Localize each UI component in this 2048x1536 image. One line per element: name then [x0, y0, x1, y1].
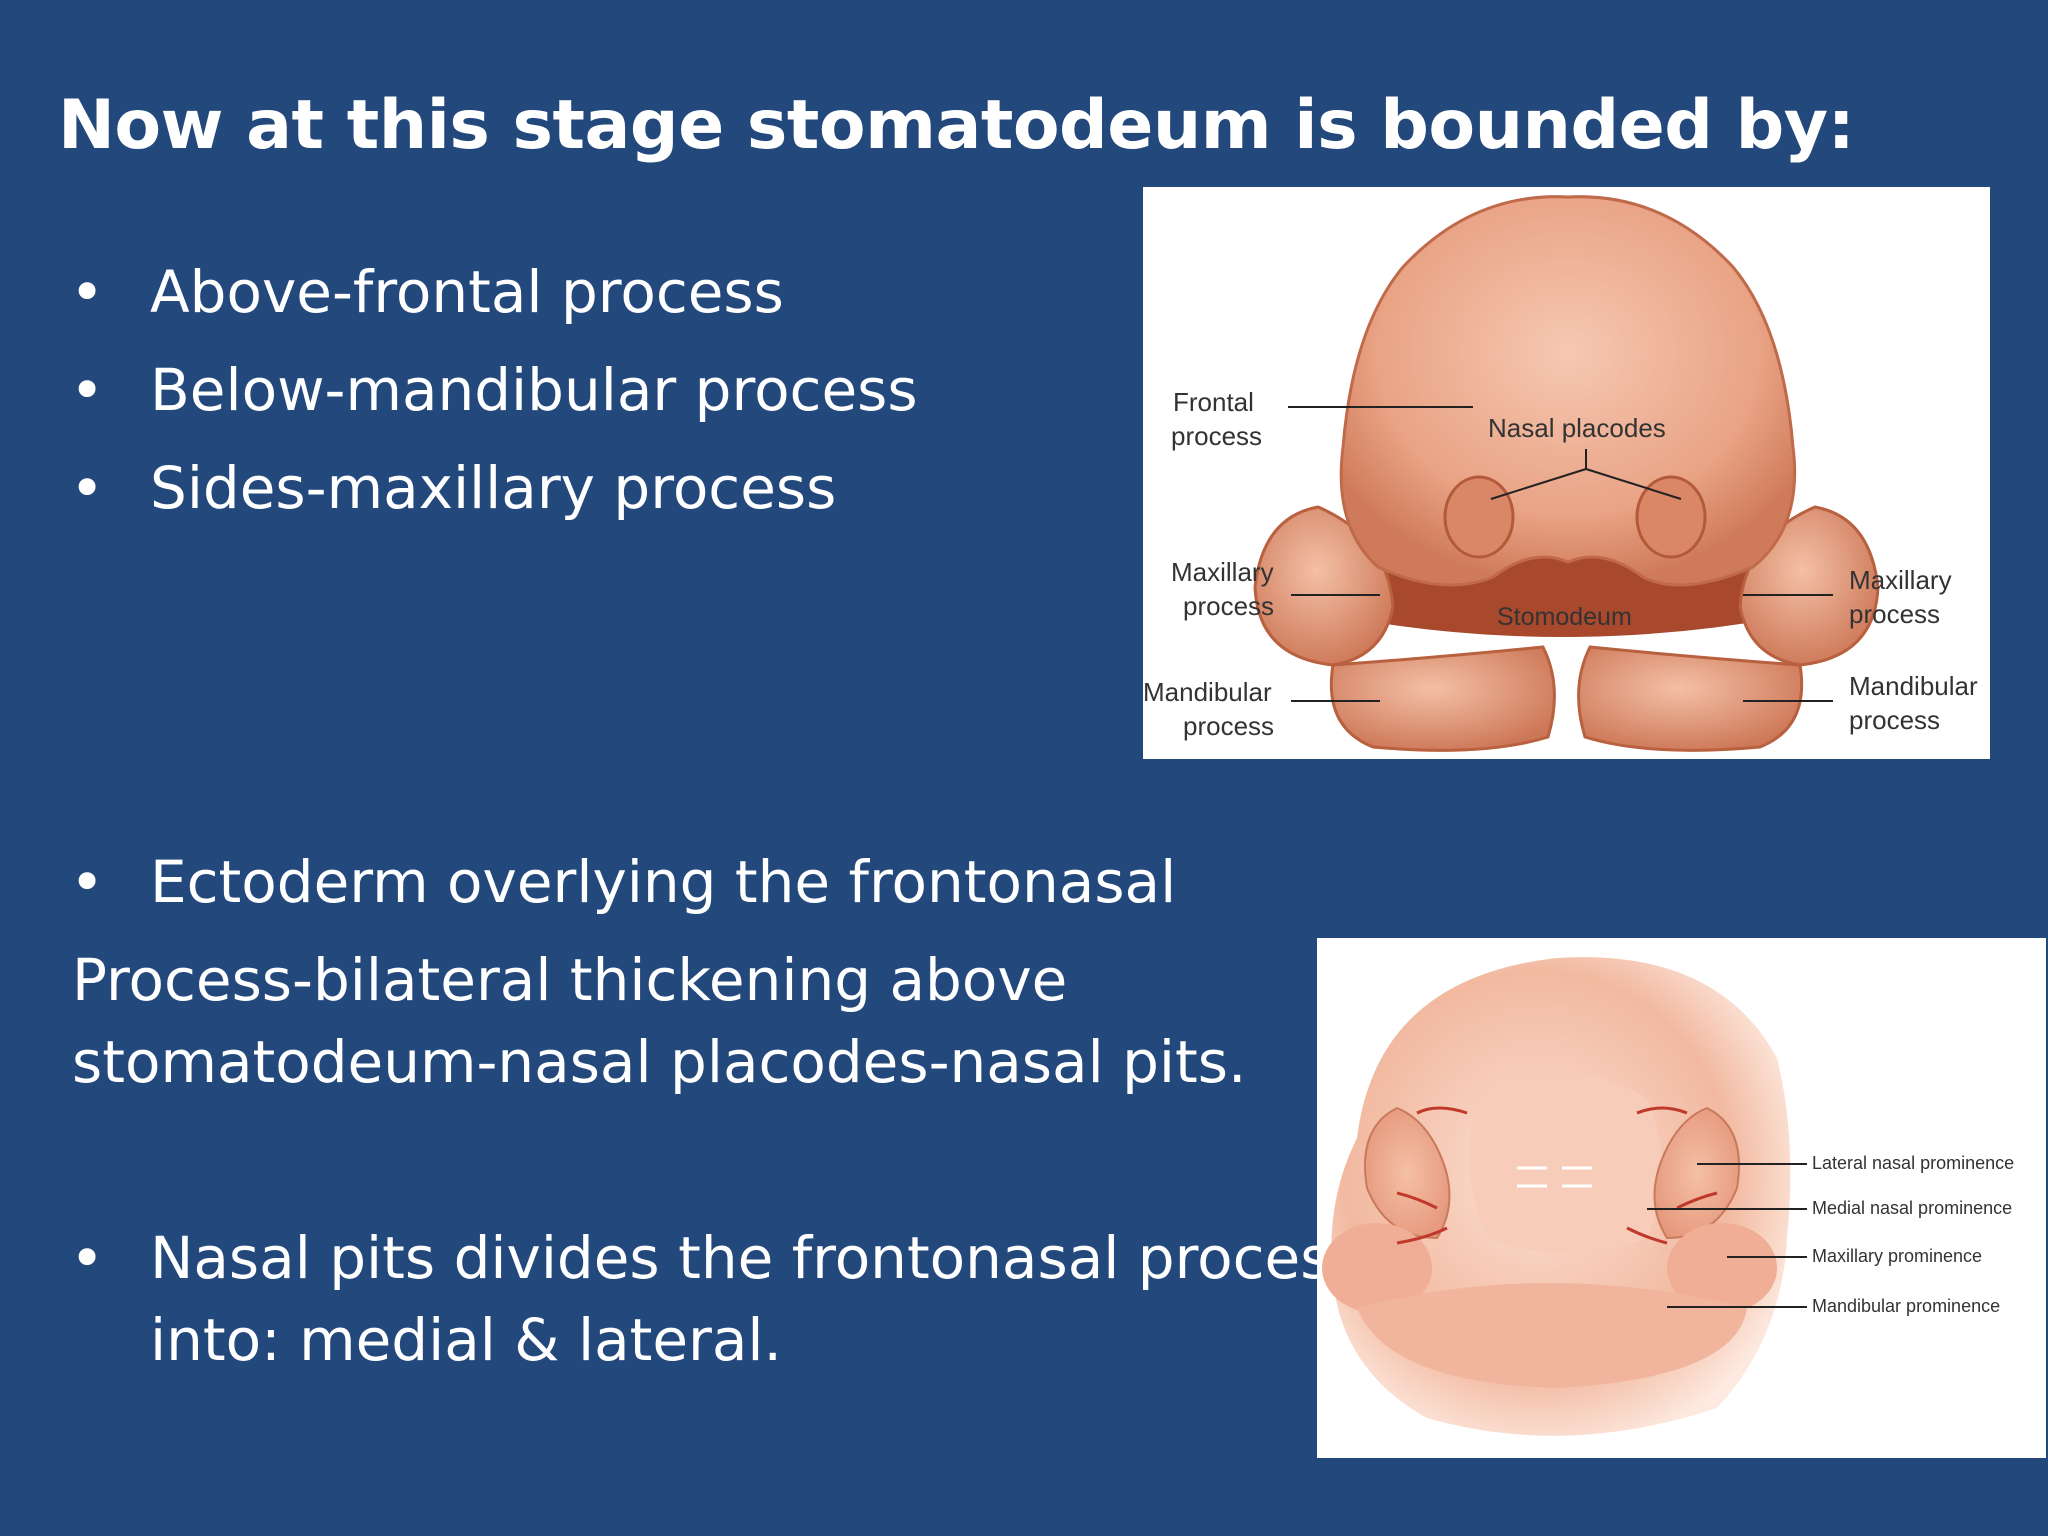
nasal-prominence-svg: Lateral nasal prominence Medial nasal pr…: [1322, 957, 2014, 1436]
label-maxillary-left-process: process: [1183, 591, 1274, 621]
bullet-item: • Above-frontal process: [70, 258, 784, 326]
bullet-item-continued: into: medial & lateral.: [70, 1306, 782, 1374]
slide-title: Now at this stage stomatodeum is bounded…: [58, 86, 1855, 165]
label-medial-nasal: Medial nasal prominence: [1812, 1198, 2012, 1218]
label-mandibular-right-process: process: [1849, 705, 1940, 735]
mandibular-process-left: [1329, 645, 1556, 752]
label-maxillary-right: Maxillary: [1849, 565, 1952, 595]
label-mandibular-right: Mandibular: [1849, 671, 1978, 701]
nasal-placode-left: [1443, 475, 1515, 559]
leader-lines-2: [1647, 1163, 1807, 1308]
frontal-process-shape: [1339, 195, 1797, 587]
stomodeum-diagram: Frontal process Nasal placodes Maxillary…: [1143, 187, 1990, 759]
bullet-text: Above-frontal process: [150, 258, 784, 326]
bullet-dot: •: [70, 356, 105, 424]
label-stomodeum: Stomodeum: [1497, 603, 1632, 631]
bullet-text: Nasal pits divides the frontonasal proce…: [150, 1224, 1361, 1292]
label-mandibular-prominence: Mandibular prominence: [1812, 1296, 2000, 1316]
label-frontal-process: process: [1171, 421, 1262, 451]
paragraph-line: stomatodeum-nasal placodes-nasal pits.: [72, 1028, 1247, 1096]
bullet-dot: •: [70, 454, 105, 522]
maxillary-prominence-right: [1667, 1223, 1777, 1313]
label-frontal: Frontal: [1173, 387, 1254, 417]
label-maxillary-right-process: process: [1849, 599, 1940, 629]
growth-arrows: [1396, 1106, 1718, 1245]
label-mandibular-left: Mandibular: [1143, 677, 1272, 707]
bullet-item: • Nasal pits divides the frontonasal proc…: [70, 1224, 1361, 1292]
bullet-text: Ectoderm overlying the frontonasal: [150, 848, 1177, 916]
mandibular-prominence: [1357, 1283, 1747, 1388]
bullet-dot: •: [70, 848, 105, 916]
maxillary-prominence-left: [1322, 1223, 1432, 1313]
label-lateral-nasal: Lateral nasal prominence: [1812, 1153, 2014, 1173]
label-mandibular-left-process: process: [1183, 711, 1274, 741]
mandibular-process-right: [1577, 645, 1804, 752]
label-maxillary-left: Maxillary: [1171, 557, 1274, 587]
bullet-item: • Below-mandibular process: [70, 356, 918, 424]
label-maxillary-prominence: Maxillary prominence: [1812, 1246, 1982, 1266]
stomodeum-diagram-svg: Frontal process Nasal placodes Maxillary…: [1143, 195, 1978, 752]
bullet-text: into: medial & lateral.: [150, 1306, 782, 1374]
bullet-dot: •: [70, 258, 105, 326]
bullet-item: • Sides-maxillary process: [70, 454, 836, 522]
label-nasal-placodes: Nasal placodes: [1488, 413, 1666, 443]
bullet-text: Below-mandibular process: [150, 356, 918, 424]
bullet-item: • Ectoderm overlying the frontonasal: [70, 848, 1176, 916]
nasal-prominence-illustration: Lateral nasal prominence Medial nasal pr…: [1317, 938, 2046, 1458]
fusion-arrows: [1517, 1166, 1592, 1188]
leader-lines: [1288, 406, 1833, 702]
nasal-placode-right: [1635, 475, 1707, 559]
bullet-dot: •: [70, 1224, 105, 1292]
nasal-pit-right: [1653, 1106, 1740, 1240]
bullet-text: Sides-maxillary process: [150, 454, 837, 522]
paragraph-line: Process-bilateral thickening above: [72, 946, 1068, 1014]
frontonasal-region: [1469, 1073, 1662, 1253]
